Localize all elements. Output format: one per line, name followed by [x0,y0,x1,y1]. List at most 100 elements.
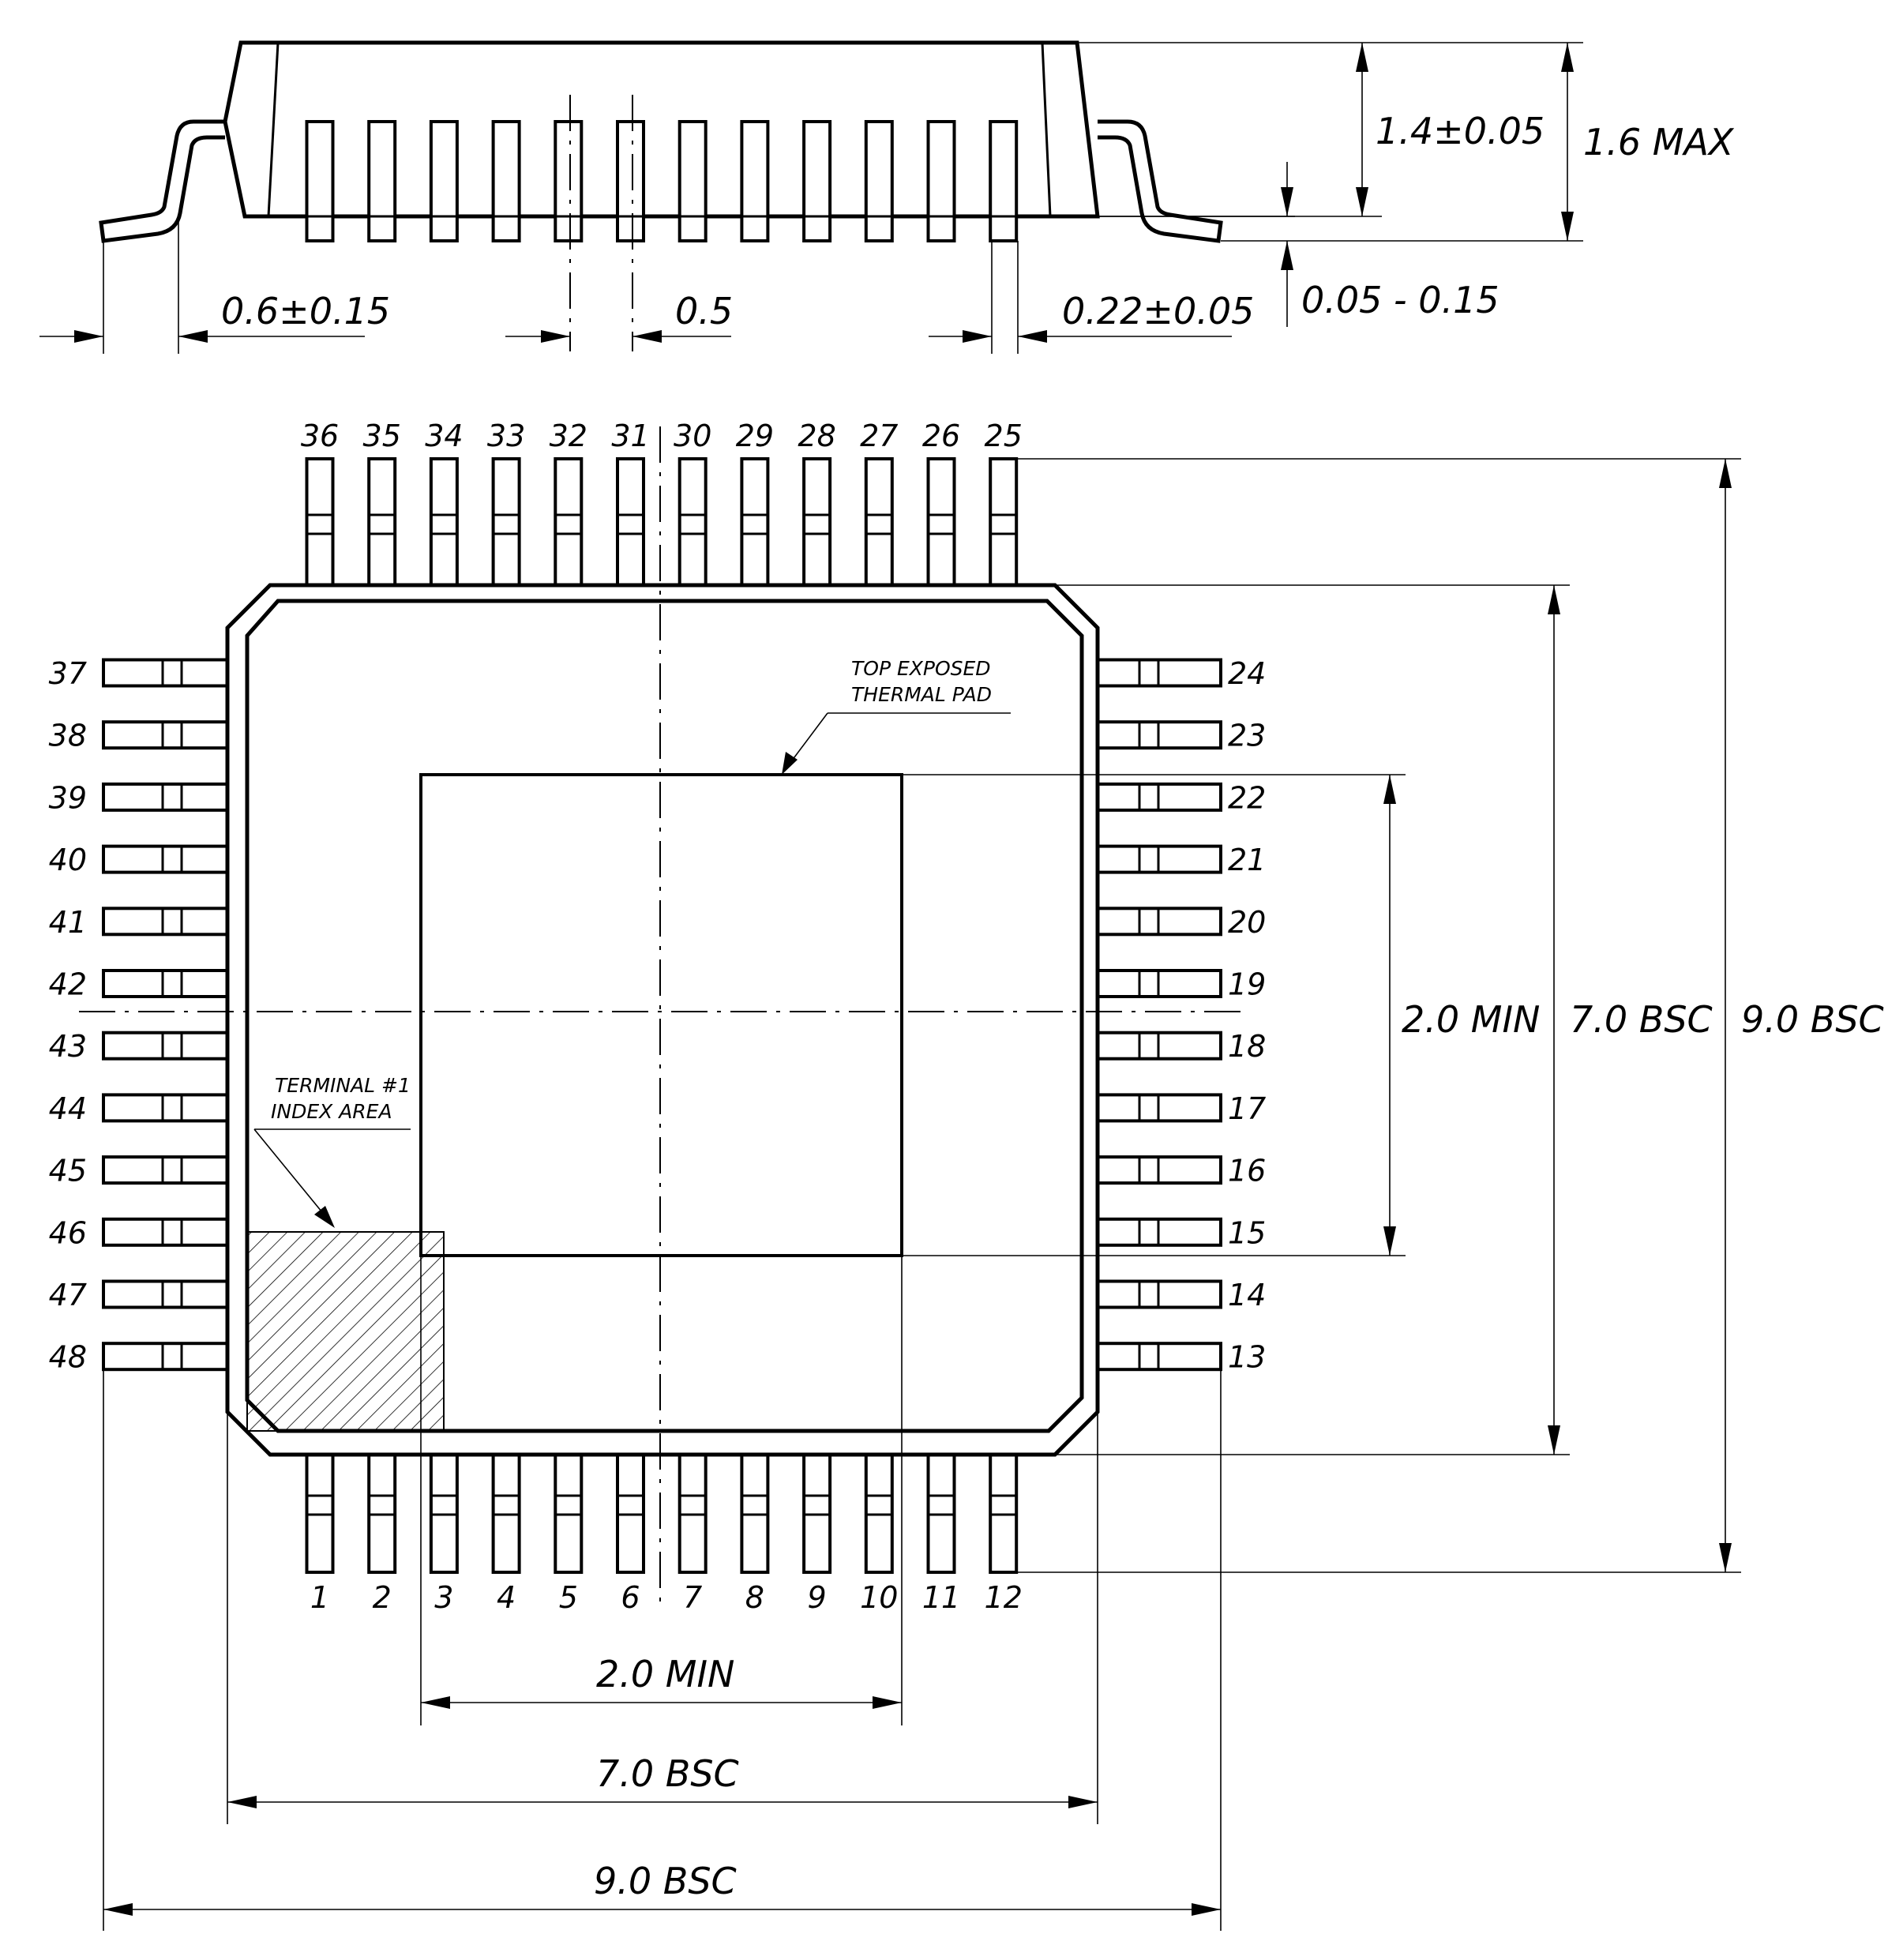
side-body [223,40,1100,219]
side-lead [802,120,832,242]
pin-label-bottom: 4 [497,1580,516,1615]
side-lead-row [305,120,1019,242]
max-height-label: 1.6 MAX [1583,121,1735,163]
side-lead [989,120,1019,242]
pin-label-left: 38 [49,719,87,753]
pin-label-bottom: 5 [559,1580,578,1615]
lead-left [102,720,229,750]
pin-label-bottom: 12 [985,1580,1023,1615]
pin-label-top: 27 [860,419,898,453]
lead-width-label: 0.22±0.05 [1062,290,1254,332]
pin-label-right: 19 [1228,967,1266,1002]
pin-label-top: 28 [798,419,835,453]
pin-label-left: 46 [49,1215,87,1250]
lead-left [102,658,229,688]
pad-note-line-1: TOP EXPOSED [851,657,991,680]
standoff-label: 0.05 - 0.15 [1301,279,1500,321]
side-lead [926,120,956,242]
lead-left [102,907,229,937]
pin-label-left: 45 [49,1154,87,1188]
pin-label-bottom: 1 [310,1580,329,1615]
side-lead [864,120,894,242]
terminal-1-index-area [246,1231,445,1432]
pin-label-right: 20 [1228,905,1266,940]
lead-left [102,1217,229,1247]
pin-label-top: 32 [550,419,587,453]
pin-label-bottom: 10 [860,1580,898,1615]
body-height-label: 7.0 BSC [1570,998,1713,1041]
pin-label-right: 15 [1228,1215,1266,1250]
side-lead-right [1098,119,1223,243]
pin-label-right: 23 [1228,719,1266,753]
index-note-line-2: INDEX AREA [271,1100,392,1123]
pin-label-left: 37 [49,656,87,691]
side-lead [491,120,521,242]
side-lead [305,120,335,242]
lead-left [102,1155,229,1185]
lead-top [367,457,397,587]
lead-top [677,457,708,587]
pad-width-label: 2.0 MIN [596,1653,734,1695]
pin-label-top: 34 [425,419,463,453]
lead-length-label: 0.6±0.15 [221,290,390,332]
lead-left [102,1031,229,1061]
side-lead [429,120,459,242]
index-note-line-1: TERMINAL #1 [275,1074,411,1097]
side-body-edge-left [267,42,280,217]
pin-label-bottom: 3 [434,1580,453,1615]
pin-label-right: 24 [1228,656,1266,691]
pin-label-top: 36 [301,419,339,453]
pin-label-right: 14 [1228,1278,1266,1312]
lead-top [864,457,894,587]
pin-label-top: 35 [363,419,401,453]
lead-left [102,969,229,998]
lead-left [102,1279,229,1309]
pin-label-left: 43 [49,1029,87,1064]
lead-top [926,457,956,587]
pin-label-top: 25 [985,419,1023,453]
pin-label-right: 21 [1228,843,1266,877]
pin-label-left: 39 [49,780,87,815]
pin-label-left: 48 [49,1340,87,1375]
lead-top [305,457,335,587]
pin-label-left: 47 [49,1278,87,1312]
pin-label-bottom: 7 [683,1580,702,1615]
lead-left [102,1342,229,1372]
side-view: 0.6±0.15 0.5 0.22±0.05 1.4±0.05 1.6 MAX … [39,40,1735,354]
lead-left [102,782,229,812]
thermal-pad [419,773,903,1257]
pin-label-top: 31 [611,419,649,453]
pin-label-bottom: 11 [922,1580,960,1615]
overall-width-label: 9.0 BSC [594,1860,737,1902]
pin-label-top: 33 [487,419,525,453]
pad-note-line-2: THERMAL PAD [851,683,992,706]
lead-top [616,457,645,587]
lead-top [554,457,584,587]
side-lead [677,120,708,242]
lead-left [102,844,229,874]
pin-label-right: 16 [1228,1154,1266,1188]
pin-label-top: 26 [922,419,960,453]
pin-label-bottom: 9 [808,1580,827,1615]
pin-label-left: 41 [49,905,87,940]
side-body-edge-right [1041,42,1052,217]
pin-label-bottom: 8 [745,1580,764,1615]
body-thickness-label: 1.4±0.05 [1376,110,1545,152]
side-lead-left [99,119,225,243]
pad-height-label: 2.0 MIN [1402,998,1540,1041]
pin-label-right: 17 [1228,1091,1266,1126]
package-body-inner [245,599,1084,1433]
lead-top [491,457,521,587]
pin-label-left: 40 [49,843,87,877]
pin-label-right: 13 [1228,1340,1266,1375]
side-lead [554,120,584,242]
pin-label-right: 22 [1228,780,1266,815]
lead-left [102,1093,229,1123]
pitch-label: 0.5 [675,290,733,332]
lead-top [740,457,770,587]
